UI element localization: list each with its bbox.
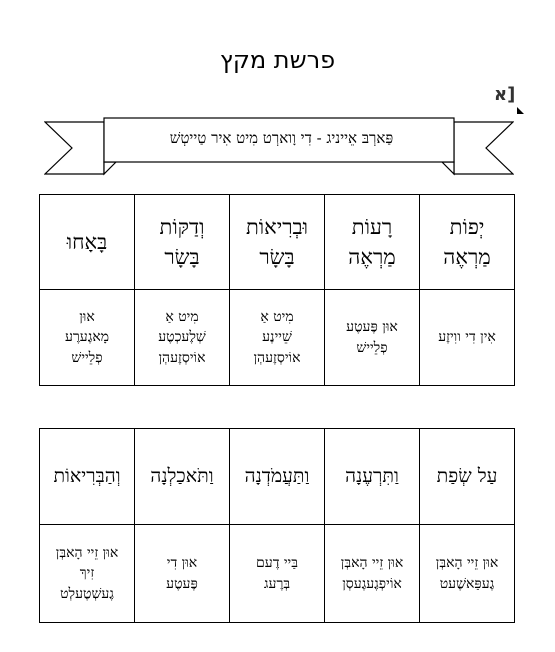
word-cell: בָּאָחוּ bbox=[39, 194, 135, 290]
cell-line: אוּן זֵיי הָאבְּן bbox=[340, 555, 404, 572]
section-marker: [א bbox=[494, 84, 516, 105]
word-cell: יְפוֹת מַרְאֶה bbox=[419, 194, 515, 290]
cell-line: רָעוֹת bbox=[351, 214, 393, 239]
cell-line: בָּשָׂר bbox=[164, 245, 200, 269]
cell-line: אוּן bbox=[79, 309, 95, 326]
cell-line: מָאגֶערֶע bbox=[64, 329, 110, 346]
cell-line: אוֹיפְגֶעגֶעסְן bbox=[342, 575, 402, 592]
translation-cell: אוּן דִי פֶּעטֶע bbox=[134, 524, 230, 623]
cell-line: אִין דִי ווִיזֶע bbox=[438, 329, 496, 346]
cell-line: וַתֹּאכַלְנָה bbox=[150, 464, 214, 487]
cell-line: בָּשָׂר bbox=[259, 245, 295, 269]
cell-line: מַרְאֶה bbox=[348, 245, 396, 269]
cell-line: פְלֵיישׁ bbox=[356, 339, 388, 356]
translation-cell: בַּיי דֶעם בְּרֶעג bbox=[229, 524, 325, 623]
word-cell: וְדַקּוֹת בָּשָׂר bbox=[134, 194, 230, 290]
cell-line: שֵׁיינֶע bbox=[262, 329, 292, 346]
word-cell: וַתַּעֲמֹדְנָה bbox=[229, 428, 325, 525]
translation-cell: אוּן מָאגֶערֶע פְלֵיישׁ bbox=[39, 289, 135, 386]
table-row: אִין דִי ווִיזֶע אוּן פֶּעטֶע פְלֵיישׁ מִ… bbox=[39, 289, 515, 386]
cell-line: וַתַּעֲמֹדְנָה bbox=[244, 464, 310, 487]
table-row: יְפוֹת מַרְאֶה רָעוֹת מַרְאֶה וּבְרִיאוֹת ב… bbox=[39, 194, 515, 290]
cell-line: וַתִּרְעֶנָה bbox=[345, 464, 399, 487]
translation-cell: אִין דִי ווִיזֶע bbox=[419, 289, 515, 386]
cell-line: זִיךְ bbox=[79, 565, 95, 582]
word-cell: וּבְרִיאוֹת בָּשָׂר bbox=[229, 194, 325, 290]
cell-line: גֶעשְׁטֶעלְט bbox=[60, 585, 114, 602]
cell-line: אוּן דִי bbox=[166, 555, 198, 572]
table-row: אוּן זֵיי הָאבְּן גֶעפַּאשֶׁעט אוּן זֵיי … bbox=[39, 524, 515, 623]
cell-line: אוּן זֵיי הָאבְּן bbox=[435, 555, 499, 572]
table-row: עַל שְׂפַת וַתִּרְעֶנָה וַתַּעֲמֹדְנָה ו… bbox=[39, 428, 515, 525]
cell-line: מִיט אַ bbox=[260, 309, 294, 326]
cell-line: אוּן זֵיי הָאבְּן bbox=[55, 545, 119, 562]
word-cell: וַתִּרְעֶנָה bbox=[324, 428, 420, 525]
cell-line: עַל שְׂפַת bbox=[436, 464, 498, 487]
word-cell: עַל שְׂפַת bbox=[419, 428, 515, 525]
translation-cell: מִיט אַ שְׁלֶעכְטֶע אוֹיסְזֶעהְן bbox=[134, 289, 230, 386]
cell-line: פֶּעטֶע bbox=[166, 575, 198, 592]
cell-line: וְהַבְּרִיאוֹת bbox=[53, 464, 121, 487]
banner-title: פַּארְבּ אֵייניג - דִי וָוארְט מִיט אִיר… bbox=[169, 128, 394, 147]
word-cell: רָעוֹת מַרְאֶה bbox=[324, 194, 420, 290]
translation-cell: אוּן פֶּעטֶע פְלֵיישׁ bbox=[324, 289, 420, 386]
cell-line: גֶעפַּאשֶׁעט bbox=[439, 575, 495, 592]
cell-line: אוֹיסְזֶעהְן bbox=[253, 349, 301, 366]
cell-line: פְלֵיישׁ bbox=[71, 349, 103, 366]
translation-cell: אוּן זֵיי הָאבְּן זִיךְ גֶעשְׁטֶעלְט bbox=[39, 524, 135, 623]
cell-line: אוּן פֶּעטֶע bbox=[346, 319, 398, 336]
banner-ribbon-icon bbox=[44, 117, 514, 176]
cell-line: יְפוֹת bbox=[449, 214, 485, 239]
translation-cell: אוּן זֵיי הָאבְּן גֶעפַּאשֶׁעט bbox=[419, 524, 515, 623]
translation-cell: מִיט אַ שֵׁיינֶע אוֹיסְזֶעהְן bbox=[229, 289, 325, 386]
page-title: פרשת מקץ bbox=[219, 46, 336, 74]
cell-line: אוֹיסְזֶעהְן bbox=[158, 349, 206, 366]
cell-line: וְדַקּוֹת bbox=[159, 214, 205, 239]
cell-line: בָּאָחוּ bbox=[66, 229, 108, 254]
translation-cell: אוּן זֵיי הָאבְּן אוֹיפְגֶעגֶעסְן bbox=[324, 524, 420, 623]
cell-line: בְּרֶעג bbox=[263, 575, 291, 592]
corner-arrow-icon bbox=[517, 107, 524, 114]
word-cell: וַתֹּאכַלְנָה bbox=[134, 428, 230, 525]
cell-line: מַרְאֶה bbox=[443, 245, 491, 269]
vocab-table-1: יְפוֹת מַרְאֶה רָעוֹת מַרְאֶה וּבְרִיאוֹת ב… bbox=[39, 194, 515, 386]
cell-line: וּבְרִיאוֹת bbox=[245, 214, 309, 239]
vocab-table-2: עַל שְׂפַת וַתִּרְעֶנָה וַתַּעֲמֹדְנָה ו… bbox=[39, 428, 515, 623]
cell-line: בַּיי דֶעם bbox=[256, 555, 298, 572]
word-cell: וְהַבְּרִיאוֹת bbox=[39, 428, 135, 525]
cell-line: שְׁלֶעכְטֶע bbox=[158, 329, 206, 346]
cell-line: מִיט אַ bbox=[165, 309, 199, 326]
